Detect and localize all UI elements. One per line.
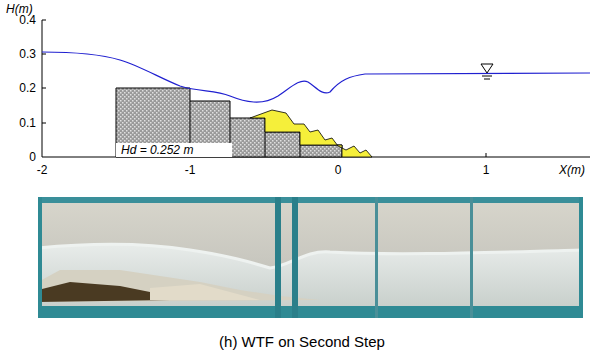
tick-label: 0 (29, 150, 36, 164)
water-level-symbol (481, 64, 493, 79)
flume-photo (38, 197, 583, 318)
axis-title: X(m) (559, 163, 585, 177)
figure-caption: (h) WTF on Second Step (219, 333, 385, 351)
label-patch (116, 143, 232, 157)
tick-label: 0.4 (19, 13, 36, 27)
tick-label: -1 (185, 163, 196, 177)
tick-label: 0 (335, 163, 342, 177)
tick-label: 1 (483, 163, 490, 177)
tick-label: 0.3 (19, 47, 36, 61)
plot-axes (42, 20, 590, 157)
sand-deposit (250, 110, 372, 157)
step-structure (116, 88, 342, 157)
tick-label: 0.1 (19, 116, 36, 130)
tick-label: -2 (37, 163, 48, 177)
tick-label: 0.2 (19, 81, 36, 95)
dimension-label: Hd = 0.252 m (121, 143, 193, 157)
water-surface (42, 52, 590, 102)
